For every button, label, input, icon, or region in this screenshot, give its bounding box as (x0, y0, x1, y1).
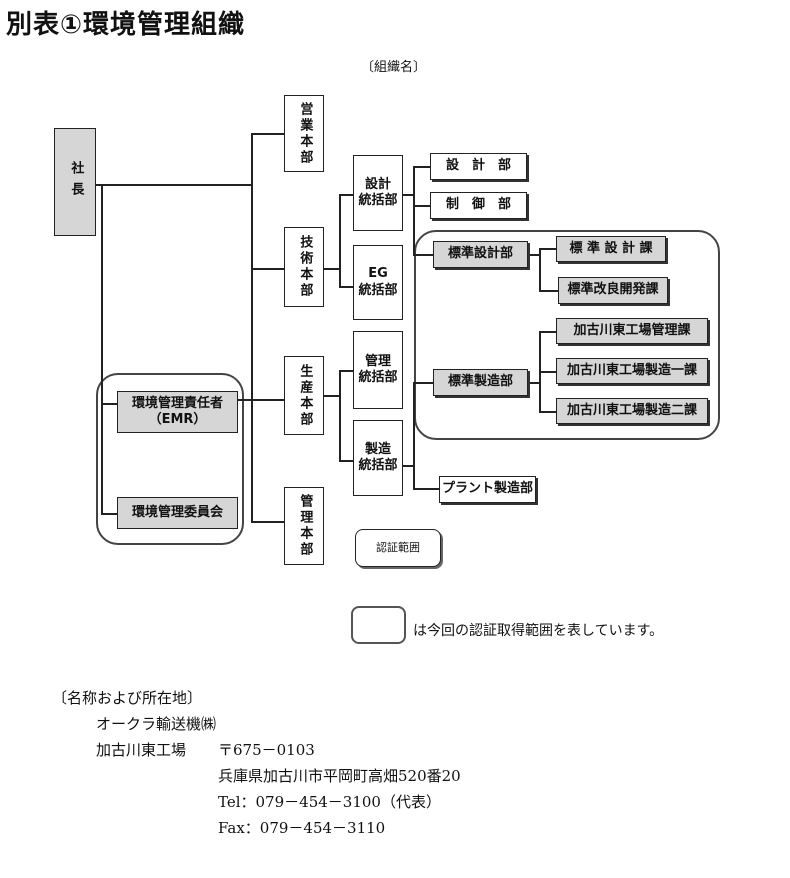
scope-frame-left (96, 373, 244, 545)
legend-swatch (351, 606, 406, 644)
tech-hq-box: 技術本部 (284, 227, 324, 307)
info-heading: 〔名称および所在地〕 (52, 689, 203, 707)
std-mfg-dept-box: 標準製造部 (433, 369, 528, 396)
management-division-box: 管理 統括部 (353, 331, 403, 409)
sales-hq-label: 営業本部 (297, 101, 313, 166)
org-caption: 〔組織名〕 (361, 60, 427, 75)
control-dept-box: 制 御 部 (430, 192, 527, 219)
cert-scope-box: 認証範囲 (355, 529, 441, 567)
std-design-section-box: 標 準 設 計 課 (556, 236, 666, 262)
production-hq-label: 生産本部 (297, 363, 313, 428)
std-design-dept-box: 標準設計部 (433, 241, 528, 268)
tel: Tel：079－454－3100（代表） (218, 793, 441, 811)
admin-hq-box: 管理本部 (284, 487, 324, 565)
emr-box: 環境管理責任者 （EMR） (117, 391, 238, 433)
plant-name: 加古川東工場 (96, 741, 187, 759)
admin-hq-label: 管理本部 (297, 494, 313, 558)
page-title: 別表①環境管理組織 (6, 10, 246, 40)
plant-mfg1-section-box: 加古川東工場製造一課 (556, 358, 708, 384)
manufacturing-division-box: 製造 統括部 (353, 420, 403, 496)
scope-frame-right (414, 230, 720, 440)
president-box: 社長 (54, 128, 96, 236)
sales-hq-box: 営業本部 (284, 95, 324, 172)
fax: Fax：079－454－3110 (218, 819, 386, 837)
plant-mgmt-section-box: 加古川東工場管理課 (556, 318, 708, 344)
company-name: オークラ輸送機㈱ (96, 715, 217, 733)
production-hq-box: 生産本部 (284, 356, 324, 435)
plant-mfg-dept-box: プラント製造部 (439, 476, 536, 503)
postal-code: 〒675－0103 (218, 741, 315, 759)
env-committee-box: 環境管理委員会 (117, 497, 238, 529)
design-division-box: 設計 統括部 (353, 155, 403, 231)
legend-text: は今回の認証取得範囲を表しています。 (413, 623, 664, 639)
tech-hq-label: 技術本部 (297, 235, 313, 299)
std-improve-section-box: 標準改良開発課 (558, 277, 668, 304)
address: 兵庫県加古川市平岡町高畑520番20 (218, 767, 461, 785)
plant-mfg2-section-box: 加古川東工場製造二課 (556, 398, 708, 424)
president-label: 社長 (68, 161, 84, 203)
eg-division-box: EG 統括部 (353, 245, 403, 320)
design-dept-box: 設 計 部 (430, 153, 527, 180)
